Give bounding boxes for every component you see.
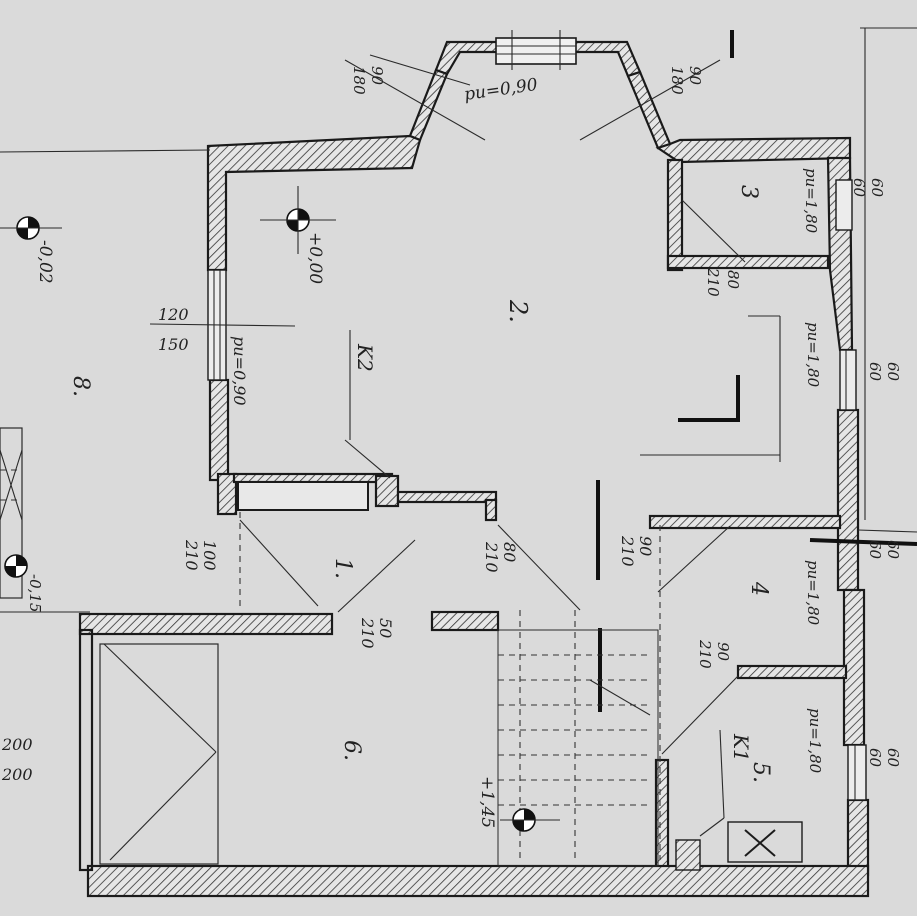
room4-top-wall xyxy=(648,514,842,530)
door2-num: 80 xyxy=(500,542,519,562)
mid-wall-right xyxy=(430,610,500,632)
room-3-label: 3 xyxy=(736,185,761,199)
top-right-window-den: 180 xyxy=(668,66,686,95)
room2-right-pu: pu=1,80 xyxy=(804,322,822,388)
door4-num: 50 xyxy=(376,618,395,638)
staircase xyxy=(497,610,659,867)
level-marker-3 xyxy=(4,554,28,578)
room4-door-den: 210 xyxy=(696,639,714,669)
level-label-2: +1,45 xyxy=(477,776,497,828)
room3-door-num: 80 xyxy=(724,270,742,290)
room2-right-num: 60 xyxy=(884,362,902,382)
left-wall-lower xyxy=(78,628,94,872)
top-left-window-num: 90 xyxy=(368,66,386,86)
left-window-pu: pu=0,90 xyxy=(230,336,249,406)
room-2-label: 2. xyxy=(504,299,532,323)
room5-right-num: 60 xyxy=(884,748,902,768)
left-window-num: 120 xyxy=(158,305,189,324)
left-edge-detail xyxy=(0,427,23,599)
room4-right-den: 60 xyxy=(866,540,884,560)
right-wall-bottom xyxy=(846,798,870,877)
top-left-window-den: 180 xyxy=(350,66,368,95)
door1-den: 210 xyxy=(182,539,201,571)
room4-door-num: 90 xyxy=(714,642,732,662)
room-labels: 2. 3 1. 4 5. 6. 8. K2 K1 xyxy=(68,185,773,783)
level-labels: +0,00 +1,45 -0,02 -0,15 xyxy=(26,232,497,828)
left-window-den: 150 xyxy=(158,335,189,354)
room5-fixtures xyxy=(675,821,803,871)
door-swings xyxy=(99,199,746,865)
room-5-label: 5. xyxy=(748,762,773,783)
room4-right-num: 60 xyxy=(884,540,902,560)
section-k2-label: K2 xyxy=(353,343,377,372)
room3-door-den: 210 xyxy=(704,267,722,297)
room2-right-den: 60 xyxy=(866,362,884,382)
room-4-label: 4 xyxy=(746,581,771,596)
bottom-wall xyxy=(86,864,870,898)
level-marker-2 xyxy=(0,216,62,240)
room6-left-den: 200 xyxy=(1,765,33,784)
door1-num: 100 xyxy=(200,540,219,571)
level-label-3: -0,02 xyxy=(35,240,55,284)
room-8-label: 8. xyxy=(68,376,93,397)
room5-window-pu: pu=1,80 xyxy=(806,708,824,774)
right-wall-middle xyxy=(836,408,860,592)
section-k1-label: K1 xyxy=(729,733,753,762)
room4-window-pu: pu=1,80 xyxy=(804,560,822,626)
level-markers xyxy=(0,186,560,832)
room1-top-wall xyxy=(232,472,394,484)
room3-window-pu: pu=1,80 xyxy=(802,168,820,234)
room3-left-wall xyxy=(666,158,684,272)
top-right-wall xyxy=(655,136,852,164)
left-wall-corner xyxy=(216,472,238,516)
left-wall-middle xyxy=(208,378,230,482)
level-marker-1 xyxy=(260,186,336,254)
opening-labels: pu=0,90 90 180 90 180 120 150 pu=0,90 pu… xyxy=(1,66,902,784)
walls xyxy=(78,40,870,898)
door2-den: 210 xyxy=(482,541,501,573)
door3-den: 210 xyxy=(618,535,637,567)
top-right-window-num: 90 xyxy=(686,66,704,86)
windows xyxy=(207,30,867,801)
mid-wall-left xyxy=(78,612,334,636)
room1-upper-partition xyxy=(396,490,498,504)
door4-den: 210 xyxy=(358,617,377,649)
room3-right-num: 60 xyxy=(868,178,886,198)
door3-num: 90 xyxy=(636,536,655,556)
room3-bottom-wall xyxy=(666,254,830,270)
room5-right-den: 60 xyxy=(866,748,884,768)
room3-right-den: 60 xyxy=(850,178,868,198)
room-6-label: 6. xyxy=(339,740,364,761)
level-marker-4 xyxy=(500,808,560,832)
room-1-label: 1. xyxy=(330,558,355,579)
room5-top-wall xyxy=(736,664,848,680)
level-label-1: +0,00 xyxy=(305,232,325,284)
annotation-lines xyxy=(0,27,917,860)
chimney-block xyxy=(374,474,400,508)
room6-left-num: 200 xyxy=(1,735,33,754)
partition-stub xyxy=(484,498,498,522)
cabinet xyxy=(237,481,369,511)
level-label-4: -0,15 xyxy=(26,574,44,612)
